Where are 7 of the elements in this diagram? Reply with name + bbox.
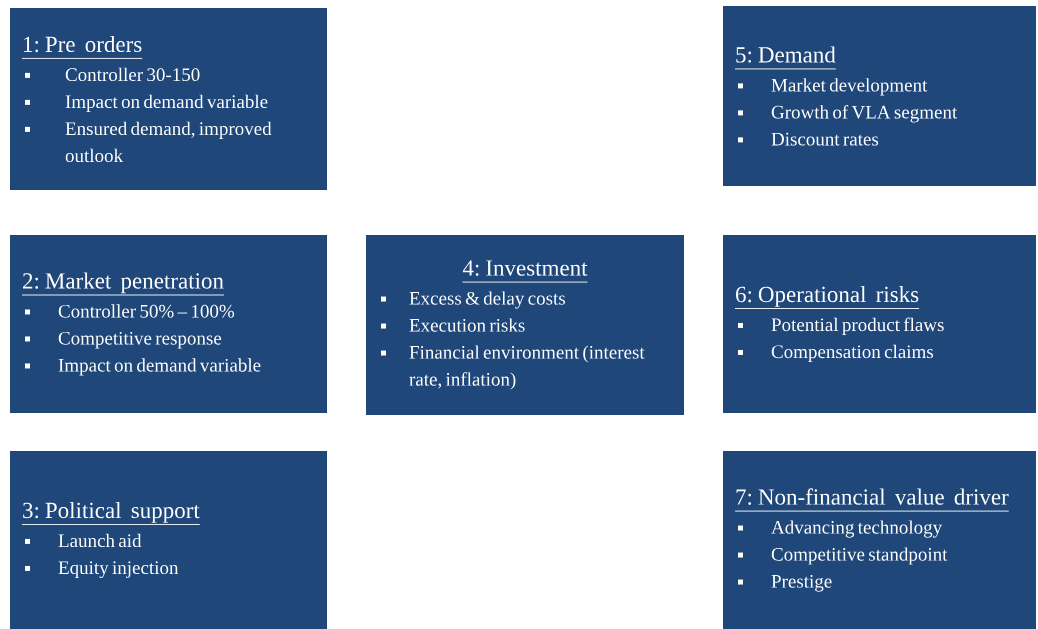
text-box: 6: Operational risks Potential product flaws Compensation claims [723,235,1036,413]
text-box: 2: Market penetration Controller 50% – 100% Competitive response Impact on demand variable [10,235,327,413]
text-box: 1: Pre orders Controller 30-150 Impact on demand variable Ensured demand, improved outlook [10,8,327,190]
text-box: 4: Investment Excess & delay costs Execution risks Financial environment (interest rate, inflation) [366,235,684,415]
text-box: 3: Political support Launch aid Equity injection [10,451,327,629]
text-box: 7: Non-financial value driver Advancing technology Competitive standpoint Prestige [723,451,1036,629]
text-box: 5: Demand Market development Growth of VLA segment Discount rates [723,6,1036,186]
